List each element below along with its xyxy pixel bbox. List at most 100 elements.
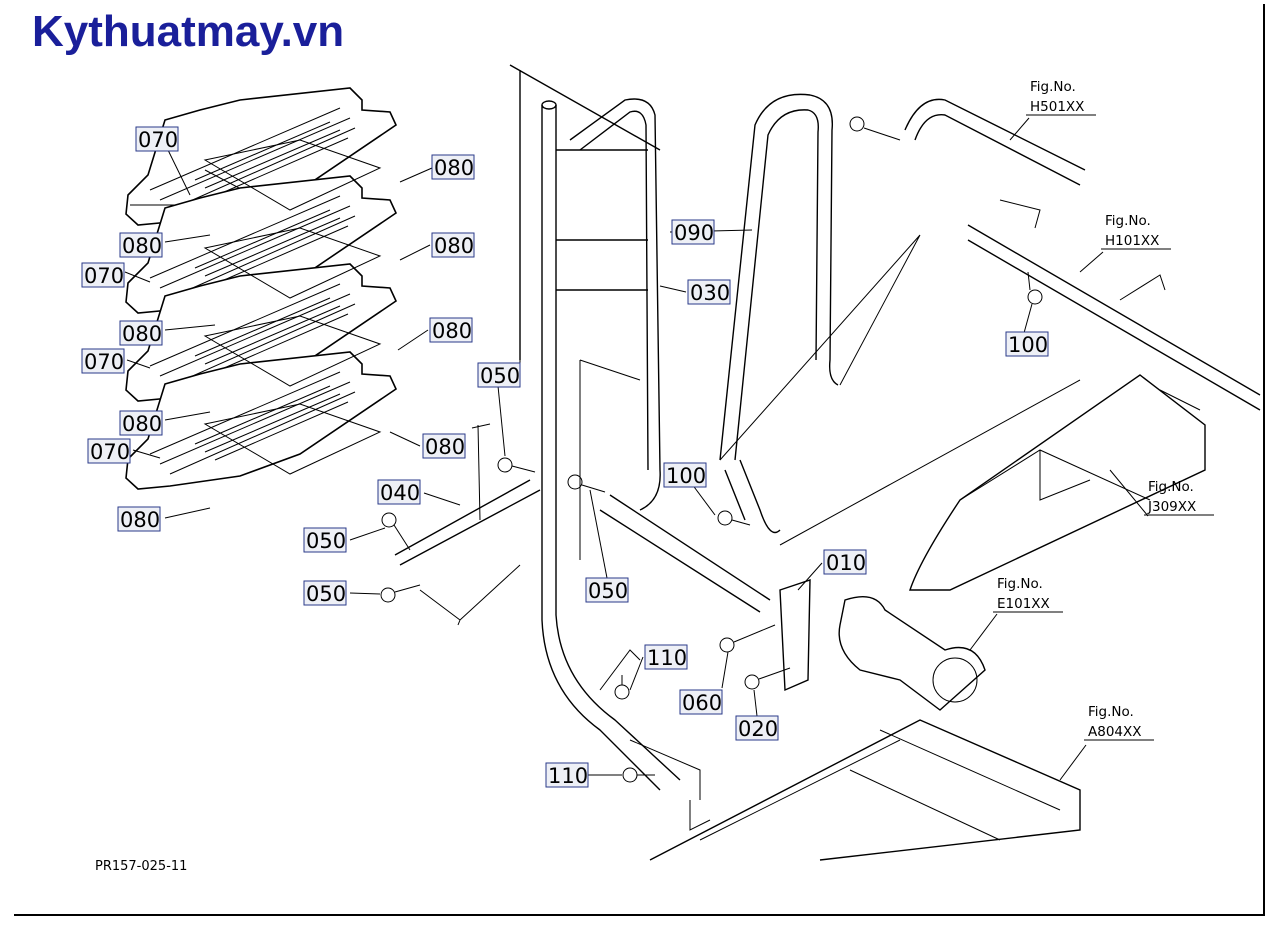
part-label: 010 xyxy=(823,549,867,575)
part-label: 080 xyxy=(117,506,161,532)
figure-ref-code: E101XX xyxy=(997,596,1050,612)
part-label-text: 080 xyxy=(434,234,474,258)
figure-ref-title: Fig.No. xyxy=(1105,213,1151,229)
part-label: 070 xyxy=(81,262,125,288)
part-label-box xyxy=(585,577,629,603)
figure-ref-code: H501XX xyxy=(1030,99,1084,115)
figure-ref-code: J309XX xyxy=(1147,499,1196,515)
figure-ref: Fig.No. J309XX xyxy=(1144,479,1214,516)
part-label-box xyxy=(117,506,161,532)
part-label-text: 050 xyxy=(306,529,346,553)
part-label-box xyxy=(135,126,179,152)
part-label-box xyxy=(477,362,521,388)
part-label-box xyxy=(545,762,589,788)
part-label-text: 080 xyxy=(120,508,160,532)
part-label-box xyxy=(119,320,163,346)
figure-ref: Fig.No. E101XX xyxy=(993,576,1063,613)
part-label: 080 xyxy=(119,232,163,258)
part-label-text: 110 xyxy=(548,764,588,788)
part-label-text: 050 xyxy=(480,364,520,388)
part-label-text: 010 xyxy=(826,551,866,575)
part-label-text: 070 xyxy=(84,264,124,288)
part-label-box xyxy=(735,715,779,741)
part-label-box xyxy=(429,317,473,343)
part-label: 050 xyxy=(303,527,347,553)
part-label-text: 100 xyxy=(666,464,706,488)
part-label-text: 070 xyxy=(90,440,130,464)
part-label-text: 050 xyxy=(306,582,346,606)
figure-ref-title: Fig.No. xyxy=(997,576,1043,592)
part-label-box xyxy=(81,348,125,374)
part-label: 050 xyxy=(303,580,347,606)
watermark-text: Kythuatmay.vn xyxy=(32,7,345,56)
part-label-box xyxy=(119,410,163,436)
part-label-text: 060 xyxy=(682,691,722,715)
part-label-text: 080 xyxy=(434,156,474,180)
part-label-text: 080 xyxy=(122,234,162,258)
part-label-text: 080 xyxy=(432,319,472,343)
part-label-text: 090 xyxy=(674,221,714,245)
part-label-box xyxy=(87,438,131,464)
part-label-text: 050 xyxy=(588,579,628,603)
part-label: 070 xyxy=(87,438,131,464)
part-label-text: 070 xyxy=(84,350,124,374)
part-label-box xyxy=(377,479,421,505)
part-label: 050 xyxy=(585,577,629,603)
part-label-text: 020 xyxy=(738,717,778,741)
part-label: 100 xyxy=(663,462,707,488)
part-label: 090 xyxy=(671,219,715,245)
part-label-box xyxy=(431,154,475,180)
part-label-text: 100 xyxy=(1008,333,1048,357)
part-label: 100 xyxy=(1005,331,1049,357)
part-label: 060 xyxy=(679,689,723,715)
drawing-frame xyxy=(14,4,1265,916)
part-label-box xyxy=(303,580,347,606)
figure-ref: Fig.No. H101XX xyxy=(1101,213,1171,250)
part-label-box xyxy=(671,219,715,245)
figure-references: Fig.No.H501XXFig.No.H101XXFig.No.J309XXF… xyxy=(993,79,1214,741)
part-label: 080 xyxy=(422,433,466,459)
figure-ref-title: Fig.No. xyxy=(1148,479,1194,495)
part-label: 110 xyxy=(545,762,589,788)
figure-ref-title: Fig.No. xyxy=(1088,704,1134,720)
part-label: 070 xyxy=(81,348,125,374)
part-label-text: 080 xyxy=(425,435,465,459)
part-label-box xyxy=(823,549,867,575)
part-label: 080 xyxy=(429,317,473,343)
step-plates xyxy=(125,87,398,490)
part-label: 080 xyxy=(431,154,475,180)
part-label: 080 xyxy=(431,232,475,258)
part-label-box xyxy=(431,232,475,258)
figure-ref-code: H101XX xyxy=(1105,233,1159,249)
part-label-box xyxy=(422,433,466,459)
frame-structures xyxy=(599,199,1261,861)
part-label-text: 080 xyxy=(122,322,162,346)
part-label-text: 070 xyxy=(138,128,178,152)
part-label-text: 110 xyxy=(647,646,687,670)
part-label: 080 xyxy=(119,410,163,436)
ladder-assembly xyxy=(394,64,771,791)
part-label: 030 xyxy=(687,279,731,305)
leader-lines xyxy=(124,117,1149,781)
part-labels: 0700800800800700800800700800800700800800… xyxy=(81,126,1049,788)
part-label-text: 080 xyxy=(122,412,162,436)
part-label: 040 xyxy=(377,479,421,505)
part-label: 110 xyxy=(644,644,688,670)
part-label: 050 xyxy=(477,362,521,388)
part-label-box xyxy=(303,527,347,553)
figure-ref-title: Fig.No. xyxy=(1030,79,1076,95)
part-label-box xyxy=(81,262,125,288)
part-label-box xyxy=(679,689,723,715)
part-label-box xyxy=(1005,331,1049,357)
part-label: 070 xyxy=(135,126,179,152)
bolts xyxy=(380,116,1043,783)
handrail xyxy=(719,93,1086,546)
drawing-code: PR157-025-11 xyxy=(95,859,187,874)
part-label: 080 xyxy=(119,320,163,346)
part-label-box xyxy=(119,232,163,258)
part-label-text: 030 xyxy=(690,281,730,305)
part-label: 020 xyxy=(735,715,779,741)
figure-ref: Fig.No. H501XX xyxy=(1026,79,1096,116)
figure-ref: Fig.No.A804XX xyxy=(1084,704,1154,741)
